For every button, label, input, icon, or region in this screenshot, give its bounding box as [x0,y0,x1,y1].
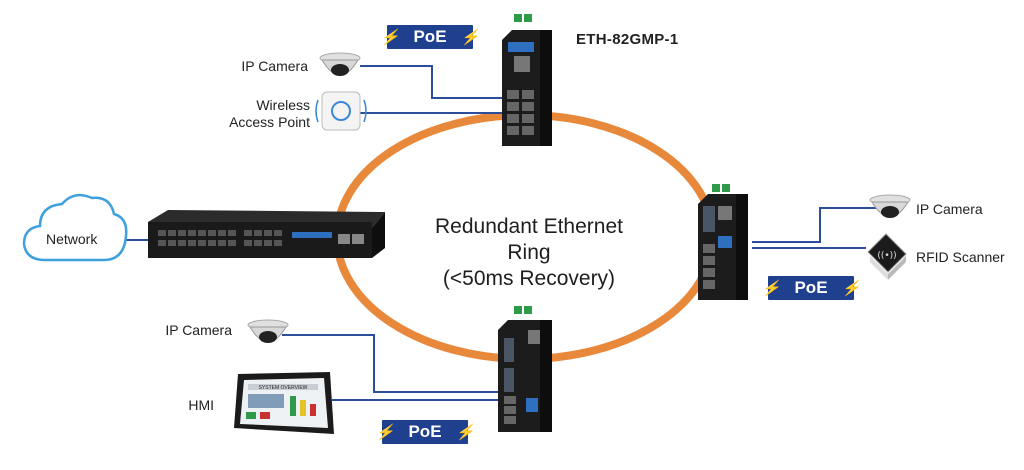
link-bottom-camera [282,334,498,393]
bottom-ip-camera-icon [247,319,289,343]
poe-badge-top: ⚡ PoE ⚡ [381,25,479,49]
top-camera-label: IP Camera [241,58,308,74]
poe-bolt-icon: ⚡ [455,424,475,441]
ring-title-line2: (<50ms Recovery) [442,267,616,290]
network-cloud-icon [22,193,128,262]
link-lines [118,65,878,401]
poe-bolt-icon: ⚡ [841,280,861,297]
rfid-label: RFID Scanner [916,249,1005,265]
poe-badge-label: PoE [408,422,442,441]
right-camera-label: IP Camera [916,201,983,217]
hmi-panel-icon: SYSTEM OVERVIEW [234,372,334,434]
svg-text:((•)): ((•)) [877,251,896,261]
top-din-switch-icon [502,14,552,146]
hmi-screen-header: SYSTEM OVERVIEW [259,385,308,391]
rfid-scanner-icon: ((•)) [867,233,907,280]
poe-bolt-icon: ⚡ [460,29,480,46]
poe-bolt-icon: ⚡ [375,424,395,441]
ring-title-line1: Redundant Ethernet Ring [435,215,623,264]
wireless-access-point-icon [315,91,367,131]
link-top-camera [360,65,502,99]
top-ip-camera-icon [319,52,361,76]
bottom-din-switch-icon [498,306,552,432]
right-ip-camera-icon [869,194,911,218]
poe-badge-bottom: ⚡ PoE ⚡ [376,420,474,444]
wap-label-line2: Access Point [229,114,310,130]
top-switch-model: ETH-82GMP-1 [576,31,679,48]
link-right-camera [752,207,878,243]
poe-badge-right: ⚡ PoE ⚡ [762,276,860,300]
rack-switch-icon [148,210,385,258]
network-label: Network [46,231,98,247]
poe-badge-label: PoE [794,278,828,297]
wap-label: Wireless Access Point [208,97,310,131]
ring-title: Redundant Ethernet Ring (<50ms Recovery) [412,214,646,292]
wap-label-line1: Wireless [256,97,310,113]
poe-bolt-icon: ⚡ [380,29,400,46]
poe-badge-label: PoE [413,27,447,46]
hmi-label: HMI [188,397,214,413]
right-din-switch-icon [698,184,748,300]
bottom-camera-label: IP Camera [165,322,232,338]
poe-bolt-icon: ⚡ [761,280,781,297]
